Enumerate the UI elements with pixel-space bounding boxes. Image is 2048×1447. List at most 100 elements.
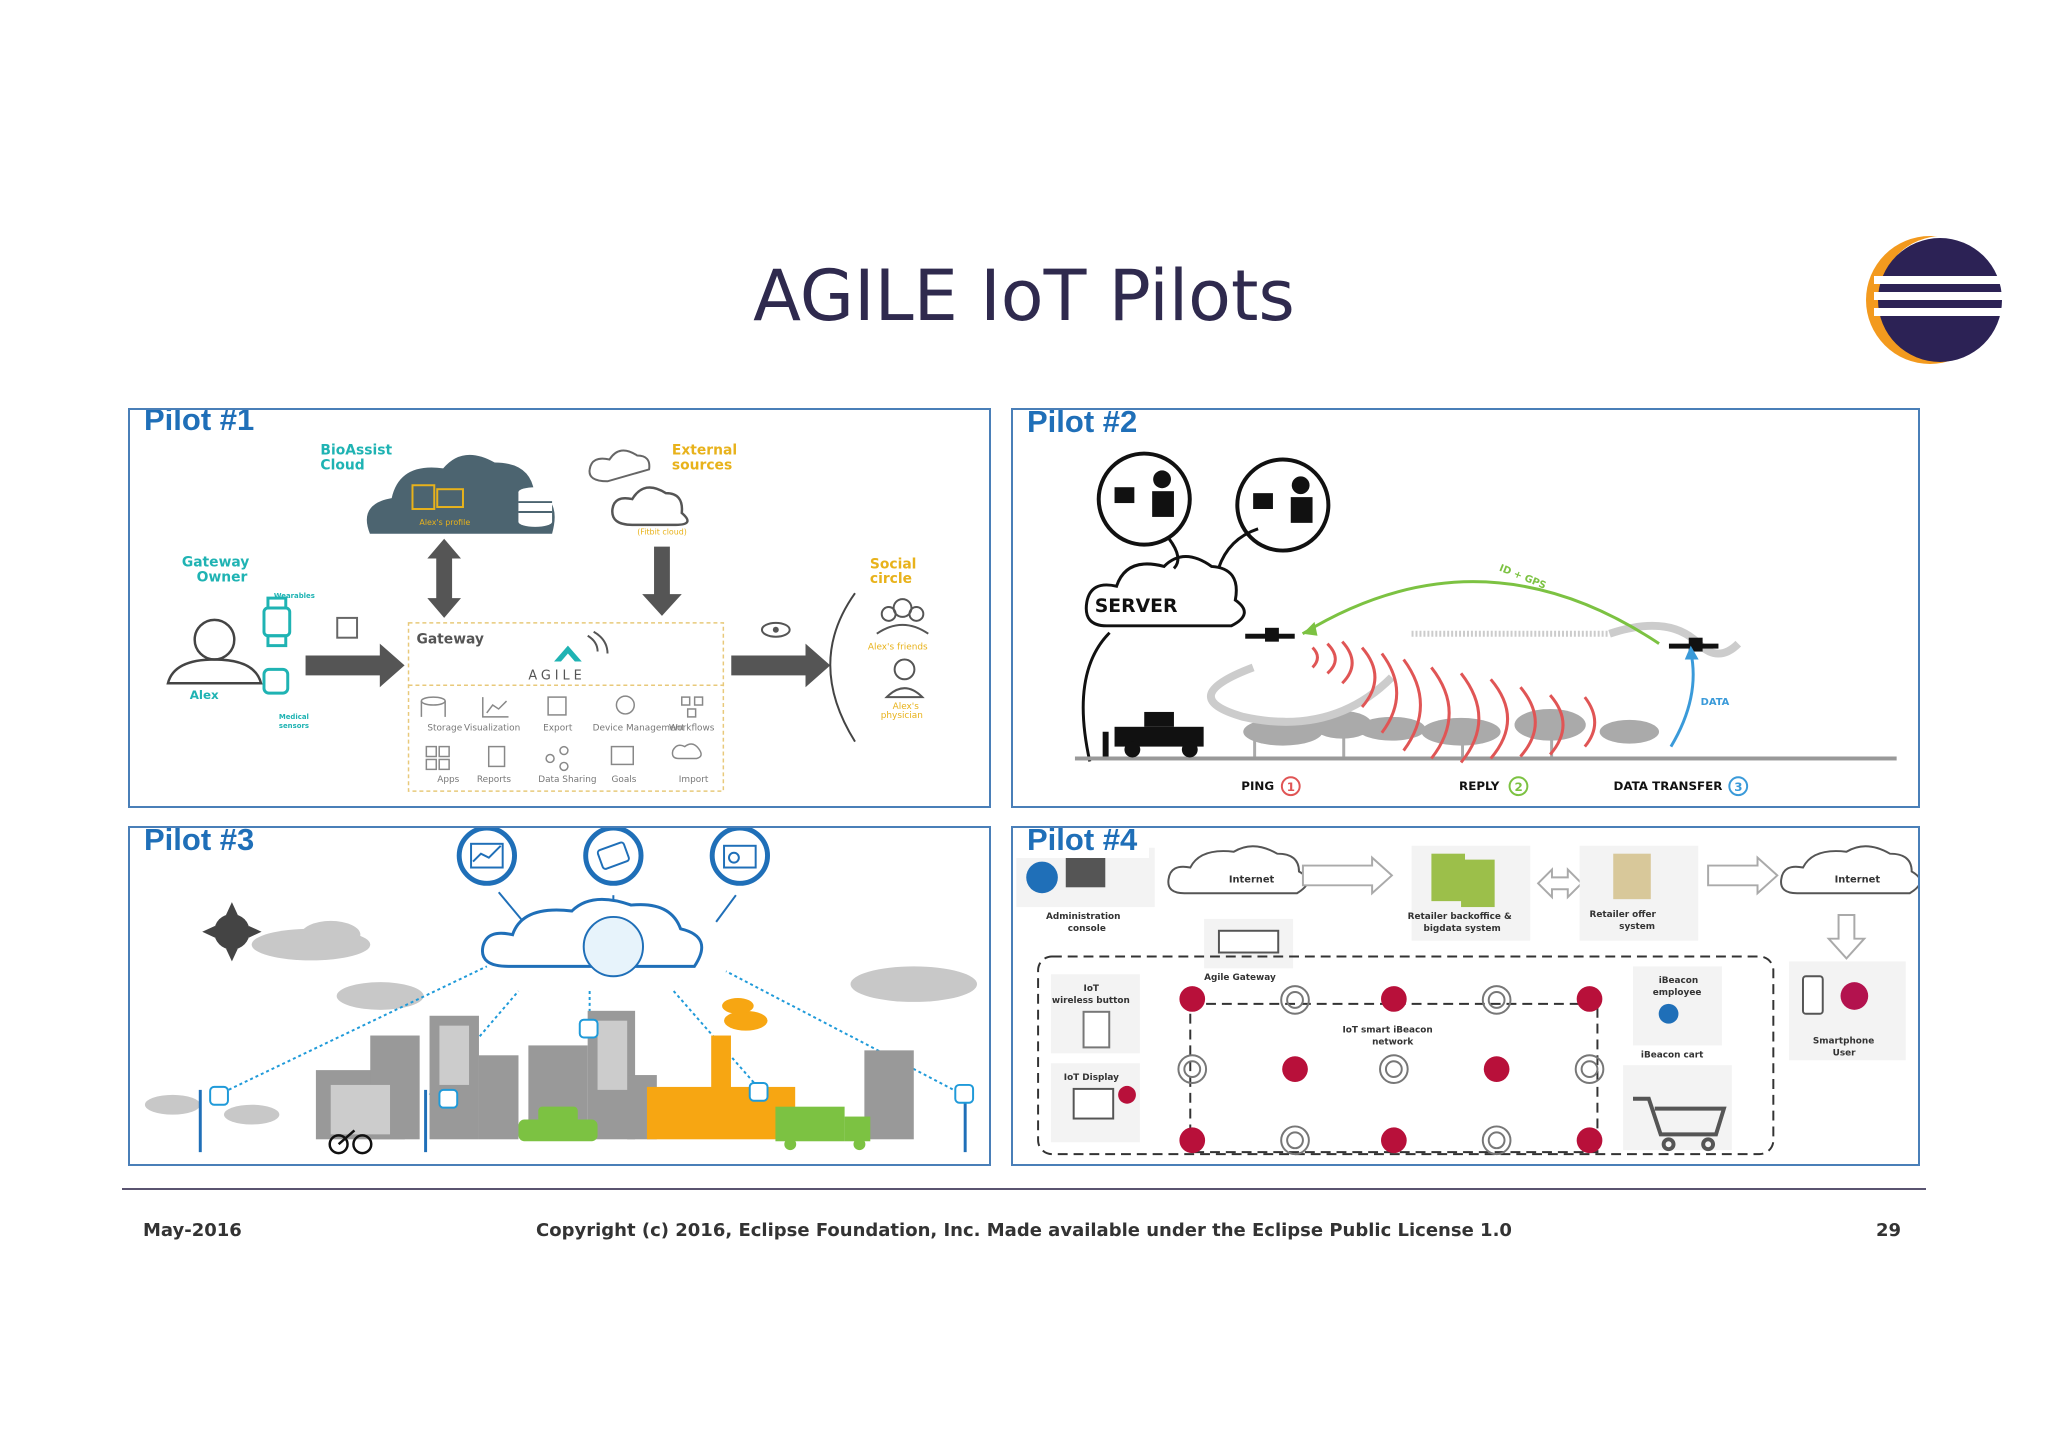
sensor-icons [209, 1018, 975, 1109]
medical-label-2: sensors [279, 722, 309, 730]
gateway-label: Gateway [416, 632, 484, 648]
module-reports: Reports [477, 775, 512, 785]
external-label-2: sources [672, 457, 732, 473]
iot-button-label-1: IoT [1084, 984, 1099, 994]
bioassist-label-1: BioAssist [320, 443, 392, 459]
footer-date: May-2016 [143, 1220, 242, 1241]
beacon-network-label-2: network [1372, 1037, 1414, 1047]
button-icon [1082, 1010, 1111, 1049]
fitbit-label: (Fitbit cloud) [637, 528, 687, 537]
slide-title: AGILE IoT Pilots [753, 255, 1295, 337]
alex-label: Alex [190, 688, 219, 702]
ping-label: PING [1241, 779, 1274, 793]
module-icons [420, 695, 704, 772]
sun-icon [202, 902, 262, 962]
alex-profile-label: Alex's profile [419, 518, 470, 527]
agile-gateway-label: Agile Gateway [1204, 973, 1276, 983]
trees-icon [1243, 708, 1660, 757]
footer-page-number: 29 [1876, 1220, 1902, 1241]
module-apps: Apps [437, 775, 459, 785]
admin-label-1: Administration [1046, 912, 1120, 922]
gateway-owner-1: Gateway [182, 554, 250, 570]
pilot1-label: Pilot #1 [130, 410, 267, 438]
iot-button-label-2: wireless button [1052, 996, 1130, 1006]
internet-cloud-right [1780, 845, 1918, 895]
pilot1-panel: BioAssist Cloud Alex's profile External … [128, 408, 991, 808]
external-label-1: External [672, 443, 737, 459]
server-label: SERVER [1095, 596, 1178, 617]
arrow-right-2 [1707, 855, 1779, 896]
data-label: DATA [1701, 697, 1730, 708]
step-1: 1 [1287, 780, 1295, 794]
admin-icon [1026, 861, 1058, 894]
smartphone-label-1: Smartphone [1813, 1036, 1874, 1046]
footer-divider [122, 1188, 1926, 1190]
ping-waves [1311, 640, 1597, 764]
agile-label: AGILE [528, 668, 585, 683]
operator-icon-2 [1235, 457, 1331, 553]
raspberry-pi-icons [1118, 986, 1603, 1154]
shopping-cart-icon [1633, 1096, 1727, 1152]
watch-icon [262, 596, 292, 695]
vehicles-icon [518, 1106, 871, 1151]
physician-icon [884, 658, 925, 699]
module-export: Export [543, 724, 573, 734]
factory-icon [646, 997, 796, 1140]
module-storage: Storage [427, 724, 462, 734]
server-icon-green [1431, 853, 1495, 908]
operator-icon-1 [1096, 451, 1192, 547]
eye-icon [760, 621, 791, 638]
agile-logo-icon [554, 630, 609, 662]
bioassist-label-2: Cloud [320, 457, 364, 473]
chart-icon [456, 828, 517, 886]
pilot1-diagram: BioAssist Cloud Alex's profile External … [166, 443, 929, 792]
step-2: 2 [1515, 780, 1523, 794]
module-device-management: Device Management [593, 724, 685, 734]
pilot3-diagram [144, 828, 978, 1155]
smartphone-label-2: User [1833, 1048, 1857, 1058]
beacon-network-label-1: IoT smart iBeacon [1342, 1026, 1432, 1036]
module-workflows: Workflows [669, 724, 715, 734]
physician-label-2: physician [881, 711, 923, 721]
backoffice-label-2: bigdata system [1424, 924, 1501, 934]
gateway-box [407, 622, 725, 792]
backoffice-label-1: Retailer backoffice & [1408, 912, 1512, 922]
drone-icon-right [1668, 637, 1719, 652]
clouds-icon [144, 920, 978, 1125]
server-cloud-icon [1084, 555, 1246, 628]
drone-icon-left [1245, 627, 1295, 642]
footer-copyright: Copyright (c) 2016, Eclipse Foundation, … [536, 1220, 1512, 1241]
right-arrow-icon-2 [731, 643, 831, 688]
pilot3-panel: Pilot #3 [128, 826, 991, 1166]
physician-label-1: Alex's [893, 702, 920, 712]
data-arrow [1669, 651, 1695, 748]
social-bracket [829, 592, 856, 743]
employee-label-2: employee [1653, 988, 1702, 998]
social-label-2: circle [870, 571, 912, 587]
dashboard-icon [709, 828, 770, 886]
pilot4-label: Pilot #4 [1013, 828, 1150, 858]
bidirectional-arrow [1536, 867, 1584, 900]
gateway-owner-2: Owner [197, 569, 248, 585]
beacon-icons [1177, 985, 1605, 1156]
server-icon-beige [1613, 853, 1651, 900]
cart-label: iBeacon cart [1641, 1050, 1704, 1060]
pilot2-panel: SERVER [1011, 408, 1920, 808]
store-boundary [1037, 955, 1775, 1156]
truck-icon [1102, 711, 1204, 758]
down-arrow-icon [642, 546, 682, 616]
smartphone-icon [1801, 975, 1824, 1015]
bioassist-cloud-icon [366, 454, 555, 534]
social-label-1: Social [870, 556, 917, 572]
bicycle-icon [328, 1129, 373, 1155]
right-arrow-icon [305, 643, 405, 688]
internet-cloud-left [1167, 845, 1309, 895]
pilot2-diagram: SERVER [1074, 451, 1897, 797]
reply-label: REPLY [1459, 779, 1500, 793]
display-icon [1072, 1087, 1115, 1120]
iot-display-label: IoT Display [1064, 1073, 1119, 1083]
pilot3-label: Pilot #3 [130, 828, 267, 858]
monitor-icon [1065, 857, 1106, 888]
eclipse-logo-icon [1866, 236, 2006, 364]
